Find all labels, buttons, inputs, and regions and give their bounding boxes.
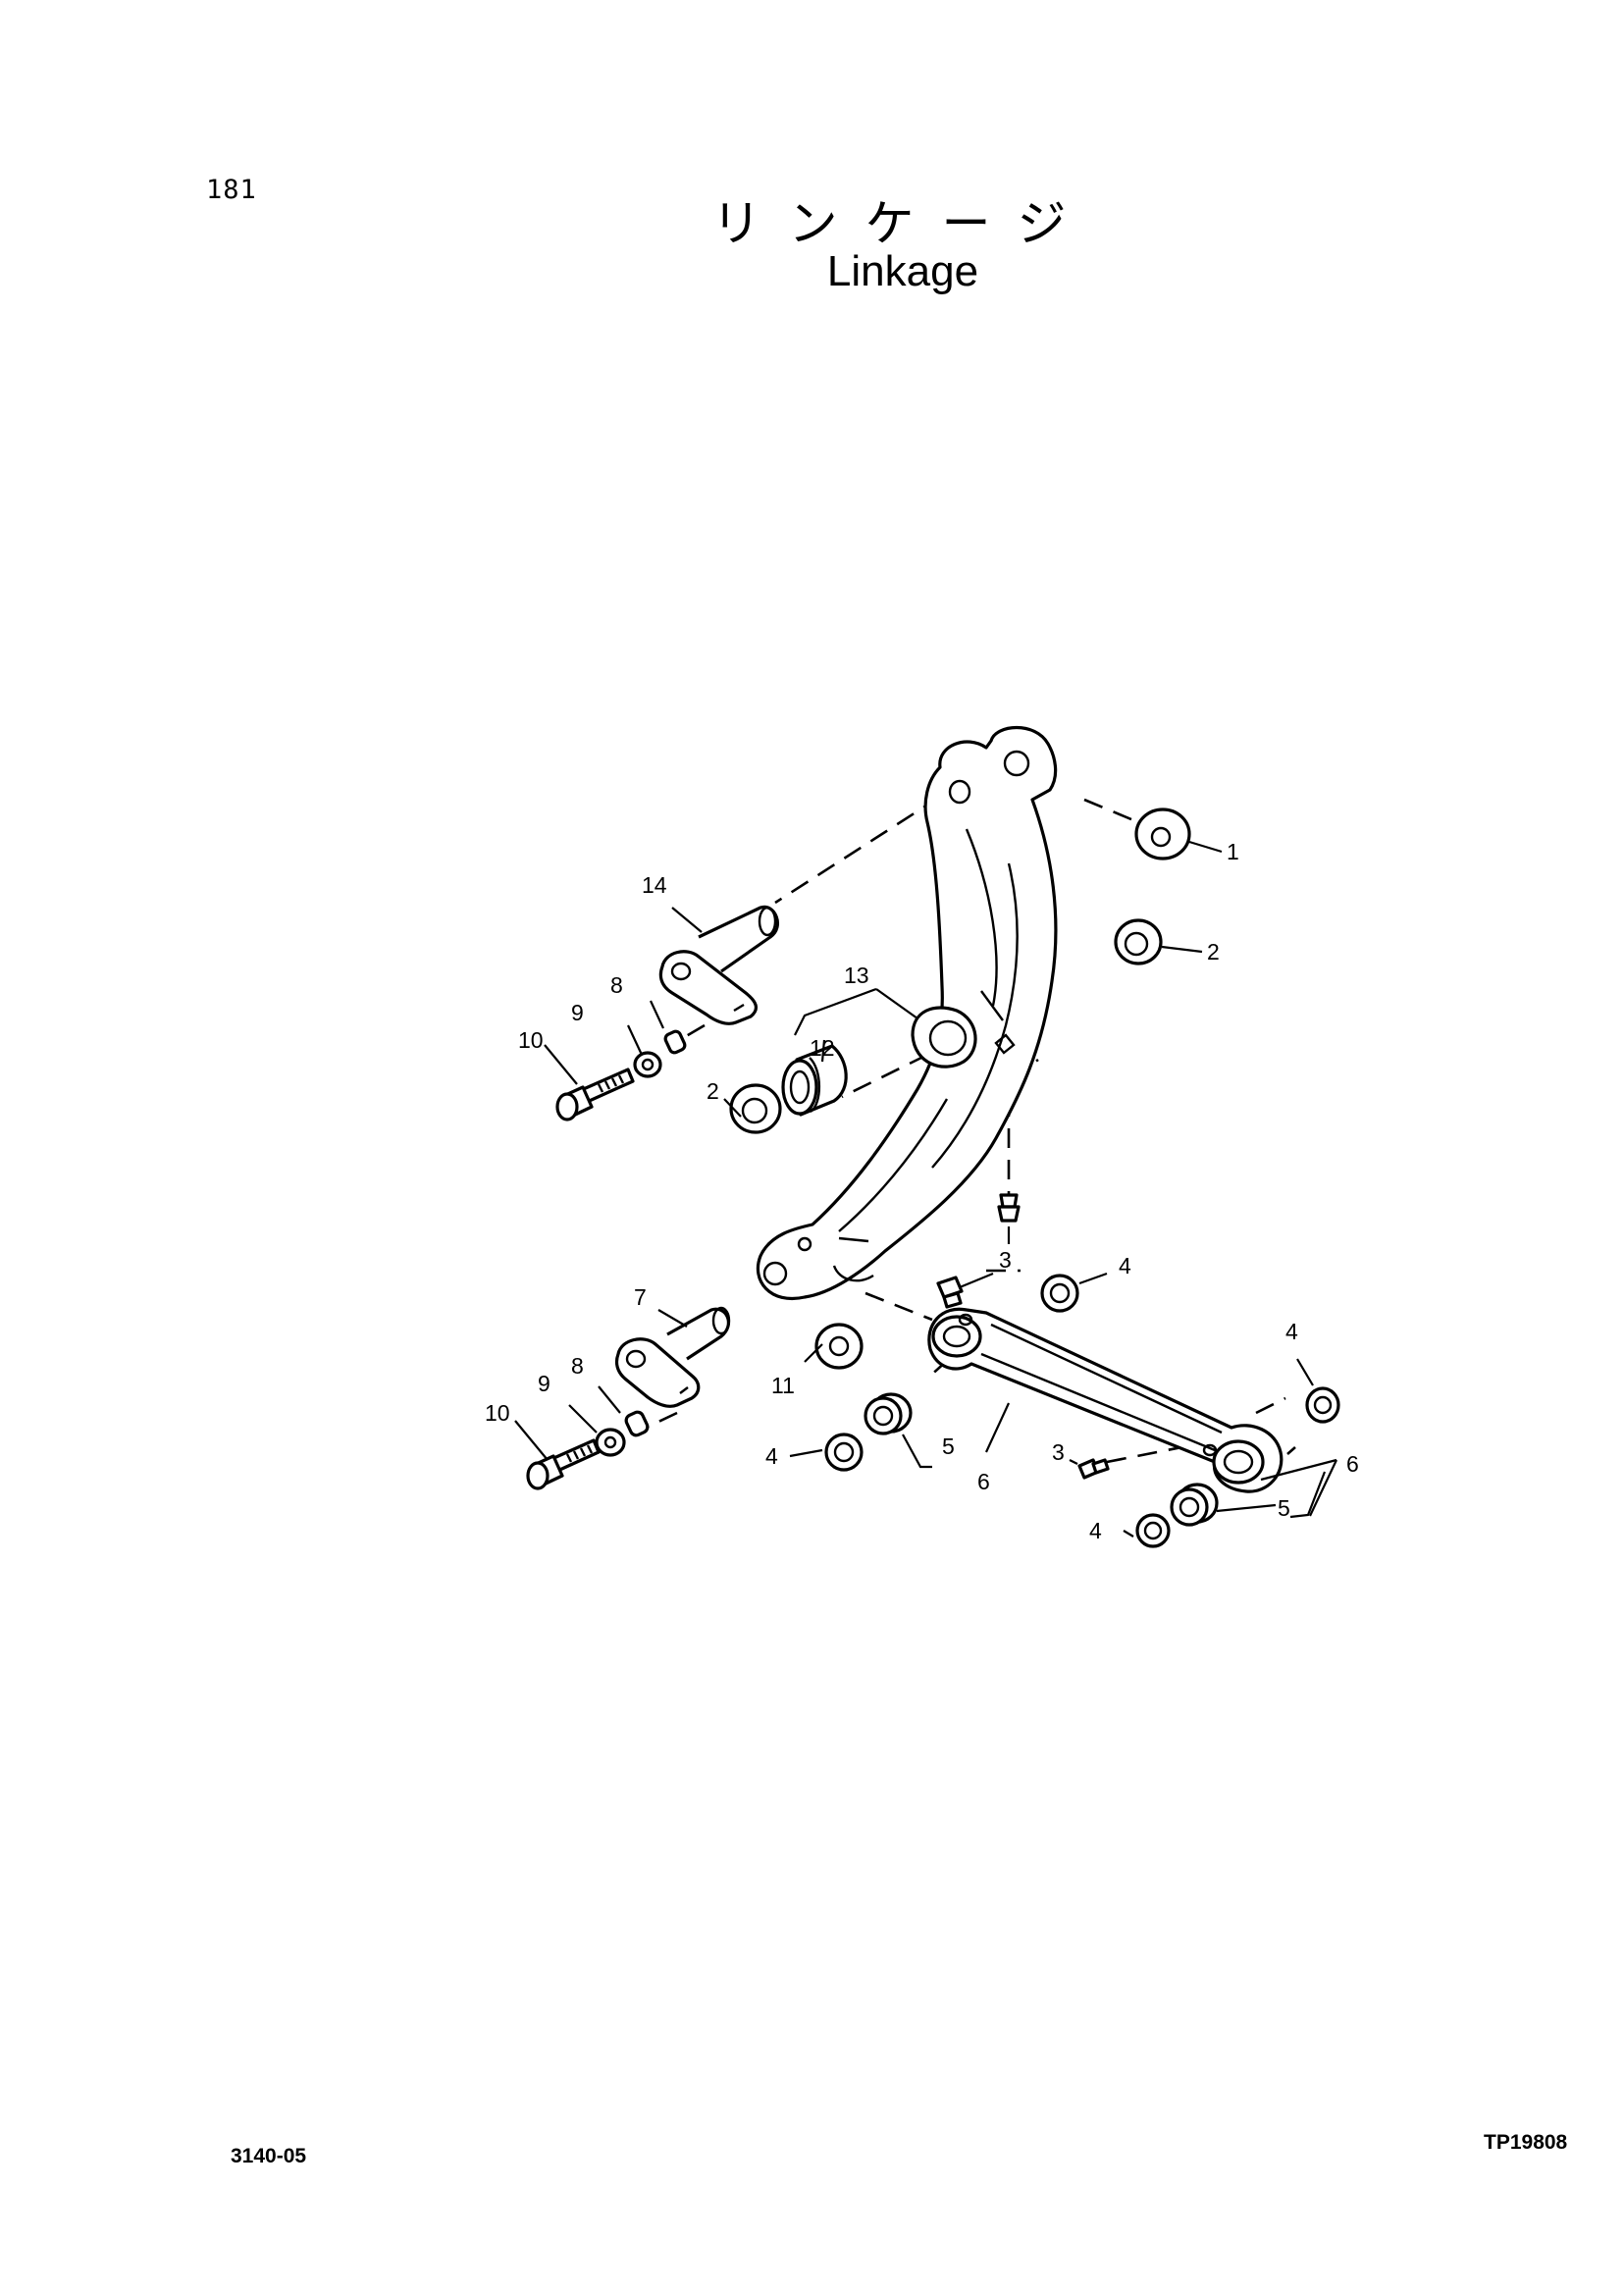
- callout-8-lower: 8: [571, 1353, 584, 1379]
- page-number: 181: [206, 175, 257, 205]
- callout-4-right-upper: 4: [1285, 1319, 1298, 1344]
- seal-4-upper: [1040, 1274, 1079, 1313]
- document-code: 3140-05: [231, 2145, 307, 2167]
- callout-10-upper: 10: [518, 1027, 544, 1053]
- collar-8-lower: [624, 1410, 650, 1437]
- bolt-10-upper: [555, 1068, 635, 1121]
- pin-7: [614, 1306, 731, 1408]
- callout-numbers: 1 2 2 14 13 12 8 9 10 3 4 4 7 8 9 10 11 …: [485, 839, 1359, 1543]
- callout-12: 12: [810, 1035, 835, 1061]
- grease-fitting-rod-side: [1077, 1458, 1110, 1480]
- seal-4-right-upper: [1305, 1386, 1340, 1424]
- dust-seal-lower: [729, 1083, 782, 1134]
- page-title-english: Linkage: [826, 247, 979, 295]
- callout-11: 11: [771, 1373, 795, 1398]
- callout-8-upper: 8: [610, 972, 623, 998]
- link-arm: [756, 725, 1058, 1301]
- callout-5-right: 5: [1278, 1495, 1290, 1521]
- bushing-5-right: [1170, 1483, 1219, 1527]
- callout-4-left: 4: [765, 1443, 778, 1469]
- callout-1: 1: [1227, 839, 1239, 864]
- page-title-japanese: リンケージ: [711, 195, 1094, 252]
- washer-9-lower: [595, 1428, 626, 1457]
- callout-6-left: 6: [977, 1469, 990, 1494]
- drawing-number: TP19808: [1484, 2131, 1568, 2154]
- callout-2-upper: 2: [1207, 939, 1220, 965]
- callout-3-arm: 3: [999, 1247, 1012, 1273]
- washer-9-upper: [633, 1051, 662, 1078]
- callout-6-right: 6: [1346, 1451, 1359, 1477]
- grease-fitting-rod-top: [936, 1276, 964, 1309]
- callout-14: 14: [642, 872, 667, 898]
- callout-9-lower: 9: [538, 1371, 550, 1396]
- leader-lines: [514, 840, 1337, 1538]
- bushing-12: [781, 1044, 848, 1117]
- connecting-rod: [927, 1307, 1283, 1493]
- callout-5-left: 5: [942, 1434, 955, 1459]
- seal-4-left: [824, 1433, 864, 1472]
- bolt-10-lower: [526, 1438, 601, 1490]
- callout-4-right-lower: 4: [1089, 1518, 1102, 1543]
- bushing-5-left: [864, 1392, 913, 1435]
- thrust-washer-11: [814, 1323, 864, 1370]
- pin-14: [658, 905, 779, 1025]
- seal-4-right-lower: [1135, 1513, 1171, 1548]
- callout-3-rod: 3: [1052, 1439, 1065, 1465]
- grease-fitting-arm: [997, 1193, 1021, 1223]
- collar-8-upper: [663, 1029, 687, 1055]
- callout-10-lower: 10: [485, 1400, 510, 1426]
- callout-7: 7: [634, 1284, 647, 1310]
- callout-9-upper: 9: [571, 1000, 584, 1025]
- callout-4-upper: 4: [1119, 1253, 1131, 1278]
- callout-2-lower: 2: [707, 1078, 719, 1104]
- callout-13: 13: [844, 963, 869, 988]
- dust-seal-upper: [1114, 918, 1163, 965]
- thrust-washer-1: [1134, 808, 1191, 860]
